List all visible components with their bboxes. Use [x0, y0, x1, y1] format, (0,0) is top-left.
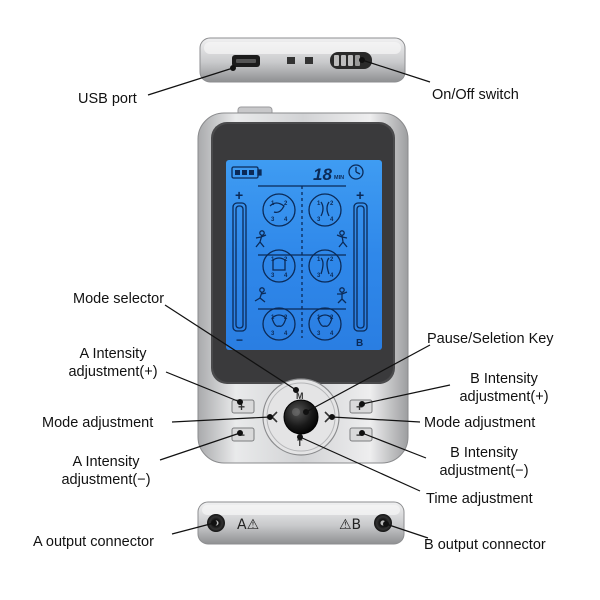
mode-key-m[interactable]: M — [296, 391, 304, 401]
leader-lines — [147, 56, 451, 539]
mode-num-3f: 3 — [317, 331, 321, 337]
b-intensity-minus-label: B Intensity adjustment(−) — [439, 445, 529, 479]
mode-num-3d: 3 — [317, 273, 321, 279]
time-adjustment-label: Time adjustment — [426, 491, 533, 507]
timer-unit: MIN — [334, 175, 344, 181]
mode-num-2f: 2 — [330, 315, 334, 321]
mode-num-4: 4 — [284, 217, 288, 223]
mode-adjustment-right-label: Mode adjustment — [424, 415, 536, 431]
mode-num-3b: 3 — [317, 217, 321, 223]
mode-num-1e: 1 — [271, 315, 275, 321]
channel-a-minus: − — [236, 333, 243, 347]
svg-text:+: + — [238, 400, 245, 414]
mode-num-3c: 3 — [271, 273, 275, 279]
b-intensity-plus-label: B Intensity adjustment(+) — [459, 371, 549, 405]
mode-num-2c: 2 — [284, 257, 288, 263]
channel-a-plus: + — [235, 187, 243, 203]
mode-adjustment-left-label: Mode adjustment — [42, 415, 154, 431]
a-output-connector-label: A output connector — [33, 534, 154, 550]
svg-text:+: + — [356, 400, 363, 414]
mode-num-1f: 1 — [317, 315, 321, 321]
mode-num-2e: 2 — [284, 315, 288, 321]
mode-num-4d: 4 — [330, 273, 334, 279]
a-intensity-plus-label: A Intensity adjustment(+) — [68, 346, 158, 380]
mode-num-3e: 3 — [271, 331, 275, 337]
mode-circle-3 — [262, 249, 296, 283]
channel-b-plus: + — [356, 187, 364, 203]
device-top-view — [199, 37, 406, 83]
mode-num-1c: 1 — [271, 257, 275, 263]
a-intensity-minus-label: A Intensity adjustment(−) — [61, 454, 151, 488]
device-front-view: 18 MIN + + − B 1 2 3 4 1 2 3 4 1 2 — [197, 106, 409, 464]
device-bottom-view: A⚠ ⚠B — [197, 501, 405, 545]
exercise-figure-icon — [254, 230, 348, 304]
mode-num-4c: 4 — [284, 273, 288, 279]
mode-circle-4 — [308, 249, 342, 283]
mode-num-1b: 1 — [317, 201, 321, 207]
mode-num-1d: 1 — [317, 257, 321, 263]
usb-port-label: USB port — [78, 91, 137, 107]
mode-num-4b: 4 — [330, 217, 334, 223]
mode-circle-2 — [308, 193, 342, 227]
on-off-switch-label: On/Off switch — [432, 87, 519, 103]
connector-b-label: ⚠B — [339, 517, 361, 533]
mode-num-2d: 2 — [330, 257, 334, 263]
mode-selector-label: Mode selector — [73, 291, 165, 307]
lcd-screen: 18 MIN + + − B 1 2 3 4 1 2 3 4 1 2 — [226, 160, 382, 350]
mode-num-4e: 4 — [284, 331, 288, 337]
mode-num-2: 2 — [284, 201, 288, 207]
battery-icon — [231, 166, 262, 179]
channel-b-intensity-bar — [353, 202, 368, 332]
time-key-t[interactable]: T — [297, 438, 303, 448]
channel-a-intensity-bar — [232, 202, 247, 332]
svg-text:−: − — [356, 428, 363, 442]
clock-icon — [348, 164, 364, 180]
connector-a-label: A⚠ — [237, 517, 259, 533]
mode-circle-1 — [262, 193, 296, 227]
mode-num-4f: 4 — [330, 331, 334, 337]
mode-num-1: 1 — [271, 201, 275, 207]
mode-num-3: 3 — [271, 217, 275, 223]
timer-digits: 18 — [313, 165, 332, 184]
mode-circle-5 — [262, 307, 296, 341]
b-output-connector-label: B output connector — [424, 537, 546, 553]
a-plus-key[interactable]: + — [231, 399, 255, 414]
channel-b-tag: B — [356, 338, 363, 349]
indicator-dots-icon — [287, 57, 313, 64]
mode-num-2b: 2 — [330, 201, 334, 207]
usb-port-icon[interactable] — [232, 55, 260, 67]
on-off-switch-icon[interactable] — [330, 52, 372, 69]
b-output-jack-icon[interactable] — [374, 514, 392, 532]
mode-circle-6 — [308, 307, 342, 341]
pause-selection-key-label: Pause/Seletion Key — [427, 331, 554, 347]
pause-selection-key[interactable] — [283, 399, 319, 435]
